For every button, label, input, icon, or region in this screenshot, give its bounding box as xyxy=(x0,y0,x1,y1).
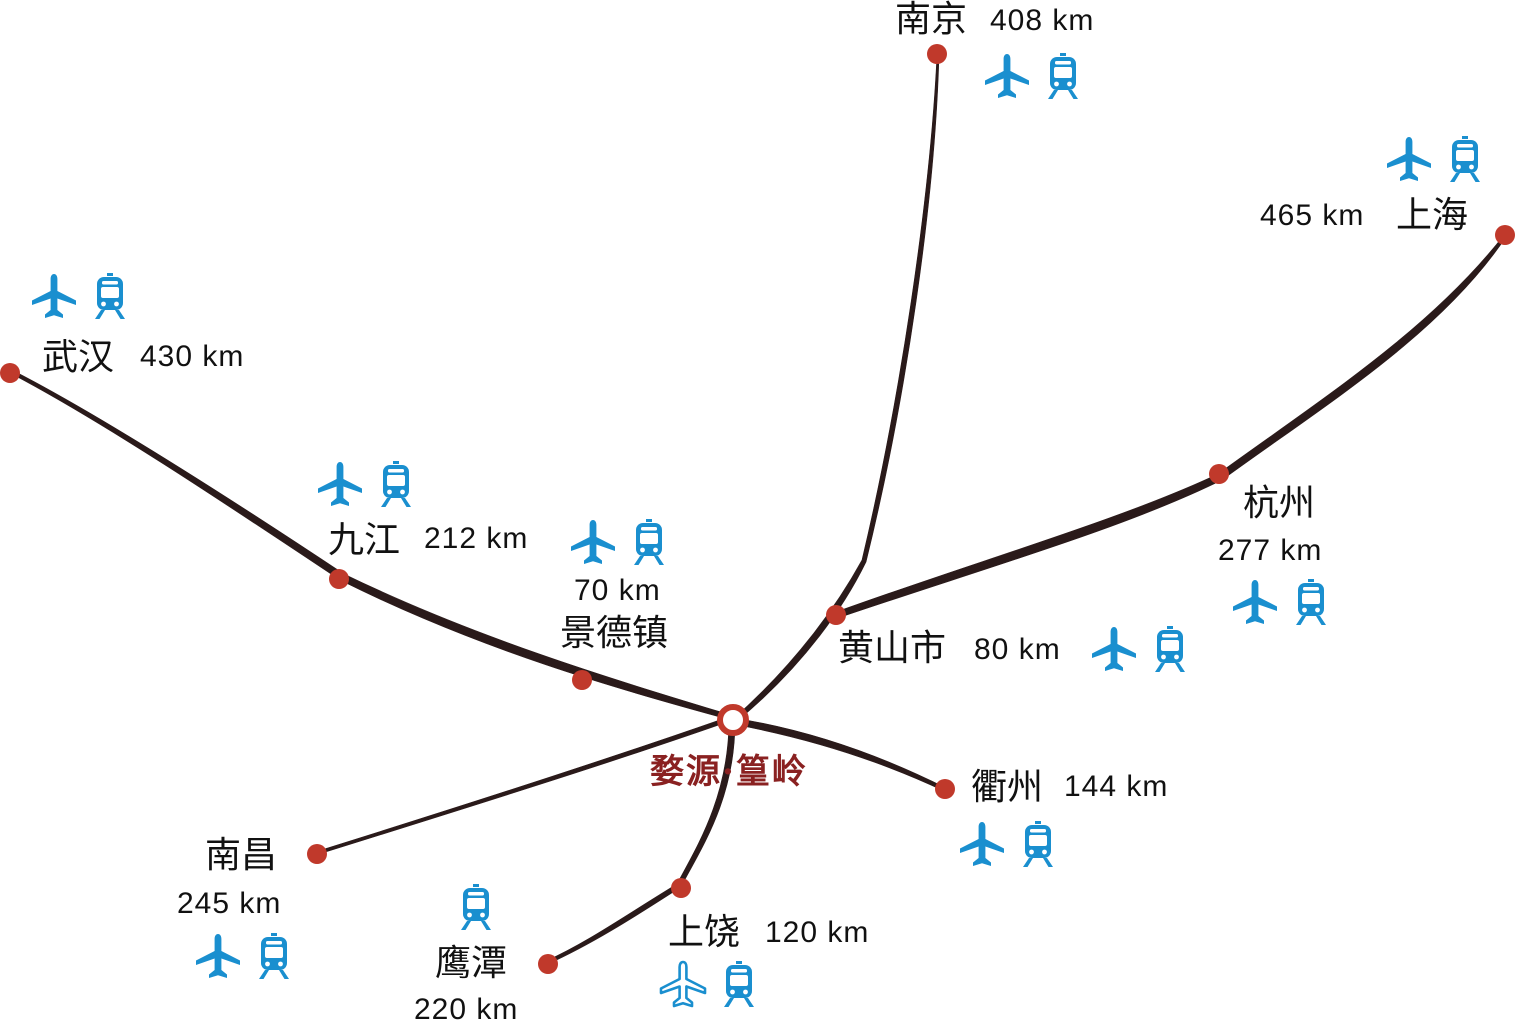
transport-icons-quzhou xyxy=(958,820,1056,868)
train-icon xyxy=(1020,820,1056,868)
city-dot-quzhou xyxy=(935,779,955,799)
city-dot-huangshan xyxy=(826,605,846,625)
airplane-icon xyxy=(1385,135,1433,183)
transport-icons-shanghai xyxy=(1385,135,1483,183)
transport-icons-hangzhou xyxy=(1231,578,1329,626)
city-name-jiujiang: 九江 xyxy=(328,520,401,561)
city-dot-jiujiang xyxy=(329,569,349,589)
center-ring xyxy=(717,704,749,736)
city-name-shanghai: 上海 xyxy=(1396,195,1469,236)
train-icon xyxy=(378,460,414,508)
center-label: 婺源·篁岭 xyxy=(650,752,808,792)
city-dot-shangrao xyxy=(671,878,691,898)
city-name-jingdezhen: 景德镇 xyxy=(560,613,669,654)
city-distance-nanchang: 245 km xyxy=(177,887,282,920)
transport-icons-wuhan xyxy=(30,272,128,320)
airplane-icon xyxy=(316,460,364,508)
city-distance-jiujiang: 212 km xyxy=(424,522,529,555)
transport-icons-jingdezhen xyxy=(569,518,667,566)
city-distance-jingdezhen: 70 km xyxy=(574,574,661,607)
route-shanghai xyxy=(835,234,1507,619)
city-name-wuhan: 武汉 xyxy=(42,337,115,378)
city-name-quzhou: 衢州 xyxy=(971,767,1044,808)
city-dot-jingdezhen xyxy=(572,670,592,690)
airplane-icon xyxy=(958,820,1006,868)
airplane-icon xyxy=(1090,625,1138,673)
city-distance-wuhan: 430 km xyxy=(140,340,245,373)
transport-icons-nanjing xyxy=(983,52,1081,100)
city-distance-shangrao: 120 km xyxy=(765,916,870,949)
transport-icons-yingtan xyxy=(458,883,494,931)
city-dot-shanghai xyxy=(1495,225,1515,245)
city-dot-nanjing xyxy=(927,44,947,64)
city-name-nanchang: 南昌 xyxy=(205,835,278,876)
city-name-shangrao: 上饶 xyxy=(668,912,741,953)
city-name-hangzhou: 杭州 xyxy=(1243,483,1316,524)
transport-icons-shangrao xyxy=(659,960,757,1008)
transport-icons-huangshan xyxy=(1090,625,1188,673)
train-icon xyxy=(92,272,128,320)
city-name-huangshan: 黄山市 xyxy=(838,628,947,669)
train-icon xyxy=(631,518,667,566)
city-dot-hangzhou xyxy=(1209,464,1229,484)
train-icon xyxy=(1293,578,1329,626)
transport-icons-nanchang xyxy=(194,932,292,980)
airplane-icon xyxy=(30,272,78,320)
train-icon xyxy=(256,932,292,980)
airplane-outline-icon xyxy=(659,960,707,1008)
city-dot-wuhan xyxy=(0,363,20,383)
airplane-icon xyxy=(569,518,617,566)
city-distance-shanghai: 465 km xyxy=(1260,199,1365,232)
city-name-yingtan: 鹰潭 xyxy=(435,943,508,984)
city-distance-hangzhou: 277 km xyxy=(1218,534,1323,567)
city-distance-quzhou: 144 km xyxy=(1064,770,1169,803)
train-icon xyxy=(1045,52,1081,100)
city-name-nanjing: 南京 xyxy=(895,0,968,40)
city-dot-yingtan xyxy=(538,954,558,974)
city-distance-huangshan: 80 km xyxy=(974,633,1061,666)
train-icon xyxy=(721,960,757,1008)
city-dot-nanchang xyxy=(307,844,327,864)
airplane-icon xyxy=(1231,578,1279,626)
city-distance-yingtan: 220 km xyxy=(414,993,519,1024)
city-distance-nanjing: 408 km xyxy=(990,4,1095,37)
city-dots xyxy=(0,44,1515,974)
airplane-icon xyxy=(194,932,242,980)
airplane-icon xyxy=(983,52,1031,100)
transport-icons-jiujiang xyxy=(316,460,414,508)
train-icon xyxy=(1447,135,1483,183)
train-icon xyxy=(458,883,494,931)
train-icon xyxy=(1152,625,1188,673)
